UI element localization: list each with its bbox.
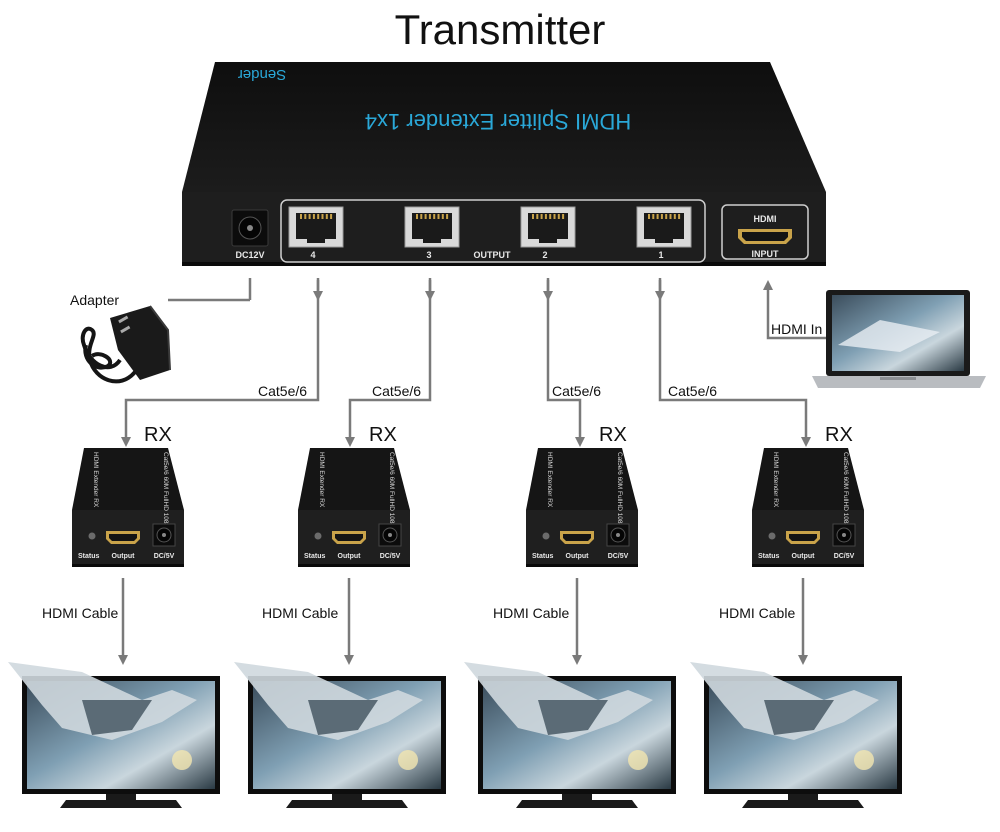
cable-label-2: Cat5e/6 [372,383,422,399]
hdmi-input-frame [721,204,809,260]
cable-label-3: Cat5e/6 [552,383,602,399]
receiver-top-text: HDMI Extender RX [318,452,325,508]
status-led-icon [542,532,550,540]
ethernet-port-icon [520,206,576,248]
output-label: Output [792,553,816,560]
transmitter-product-name: HDMI Splitter Extender 1x4 [365,109,632,134]
ethernet-port-icon [404,206,460,248]
rx-label-1: RX [144,424,172,446]
hdmi-in-connection [763,280,826,340]
power-jack-icon [152,523,176,547]
monitor-icon [690,662,902,808]
transmitter-brand-text: Sender [238,66,286,83]
receiver-row: HDMI Extender RX Cat5e/6 60M FullHD 1080p… [72,448,864,567]
receiver-side-text: Cat5e/6 60M FullHD 1080p 3D [842,452,849,541]
hdmi-label: HDMI [754,214,777,224]
cable-label-4: Cat5e/6 [668,383,718,399]
power-jack-icon [378,523,402,547]
cat5-cable-line [121,280,320,447]
dc5v-label: DC/5V [380,553,401,560]
transmitter-device: Sender HDMI Splitter Extender 1x4 DC12V … [182,62,826,266]
hdmi-port-icon [332,531,366,544]
rx-label-4: RX [825,424,853,446]
monitor-icon [8,662,220,808]
receiver-device: HDMI Extender RX Cat5e/6 60M FullHD 1080p… [526,448,638,567]
port-number-row: 4 3 2 1 [310,250,663,260]
diagram-title: Transmitter [394,6,606,53]
status-label: Status [758,553,780,560]
receiver-top-text: HDMI Extender RX [92,452,99,508]
ethernet-port-icon [288,206,344,248]
hdmi-port-icon [738,229,792,244]
dc5v-label: DC/5V [608,553,629,560]
hdmi-port-icon [786,531,820,544]
receiver-side-text: Cat5e/6 60M FullHD 1080p 3D [388,452,395,541]
receiver-device: HDMI Extender RX Cat5e/6 60M FullHD 1080p… [752,448,864,567]
monitor-icon [464,662,676,808]
cat5-cable-line [546,280,585,447]
ethernet-port-icon [636,206,692,248]
status-led-icon [768,532,776,540]
output-port-group [280,199,706,263]
output-label: Output [112,553,136,560]
status-label: Status [78,553,100,560]
port-number-label: 3 [426,250,431,260]
laptop-icon [812,290,986,388]
cable-connections [118,278,811,665]
input-label: INPUT [752,249,780,259]
cat5-cable-line [658,280,811,447]
hdmi-cable-label-2: HDMI Cable [262,605,339,621]
dc5v-label: DC/5V [834,553,855,560]
adapter-label: Adapter [70,292,120,308]
hdmi-port-icon [106,531,140,544]
port-number-label: 2 [542,250,547,260]
transmitter-top-panel [182,62,826,192]
power-jack-icon [832,523,856,547]
cat5-cable-line [345,280,432,447]
port-number-label: 4 [310,250,315,260]
status-label: Status [532,553,554,560]
receiver-device: HDMI Extender RX Cat5e/6 60M FullHD 1080p… [72,448,184,567]
cable-label-1: Cat5e/6 [258,383,308,399]
output-label: OUTPUT [474,250,512,260]
receiver-top-text: HDMI Extender RX [546,452,553,508]
receiver-side-text: Cat5e/6 60M FullHD 1080p 3D [616,452,623,541]
status-label: Status [304,553,326,560]
hdmi-cable-label-1: HDMI Cable [42,605,119,621]
output-label: Output [566,553,590,560]
receiver-top-text: HDMI Extender RX [772,452,779,508]
power-jack-icon [606,523,630,547]
rj45-port-row [288,206,692,248]
rx-label-3: RX [599,424,627,446]
port-number-label: 1 [658,250,663,260]
dc5v-label: DC/5V [154,553,175,560]
hdmi-cable-label-4: HDMI Cable [719,605,796,621]
dc12v-label: DC12V [235,250,264,260]
output-label: Output [338,553,362,560]
hdmi-cable-label-3: HDMI Cable [493,605,570,621]
rx-label-2: RX [369,424,397,446]
power-jack-icon [231,209,269,247]
receiver-side-text: Cat5e/6 60M FullHD 1080p 3D [162,452,169,541]
monitor-icon [234,662,446,808]
power-adapter-icon [80,305,171,384]
hdmi-port-icon [560,531,594,544]
tv-row [8,662,902,808]
hdmi-in-label: HDMI In [771,321,823,337]
status-led-icon [314,532,322,540]
receiver-device: HDMI Extender RX Cat5e/6 60M FullHD 1080p… [298,448,410,567]
status-led-icon [88,532,96,540]
